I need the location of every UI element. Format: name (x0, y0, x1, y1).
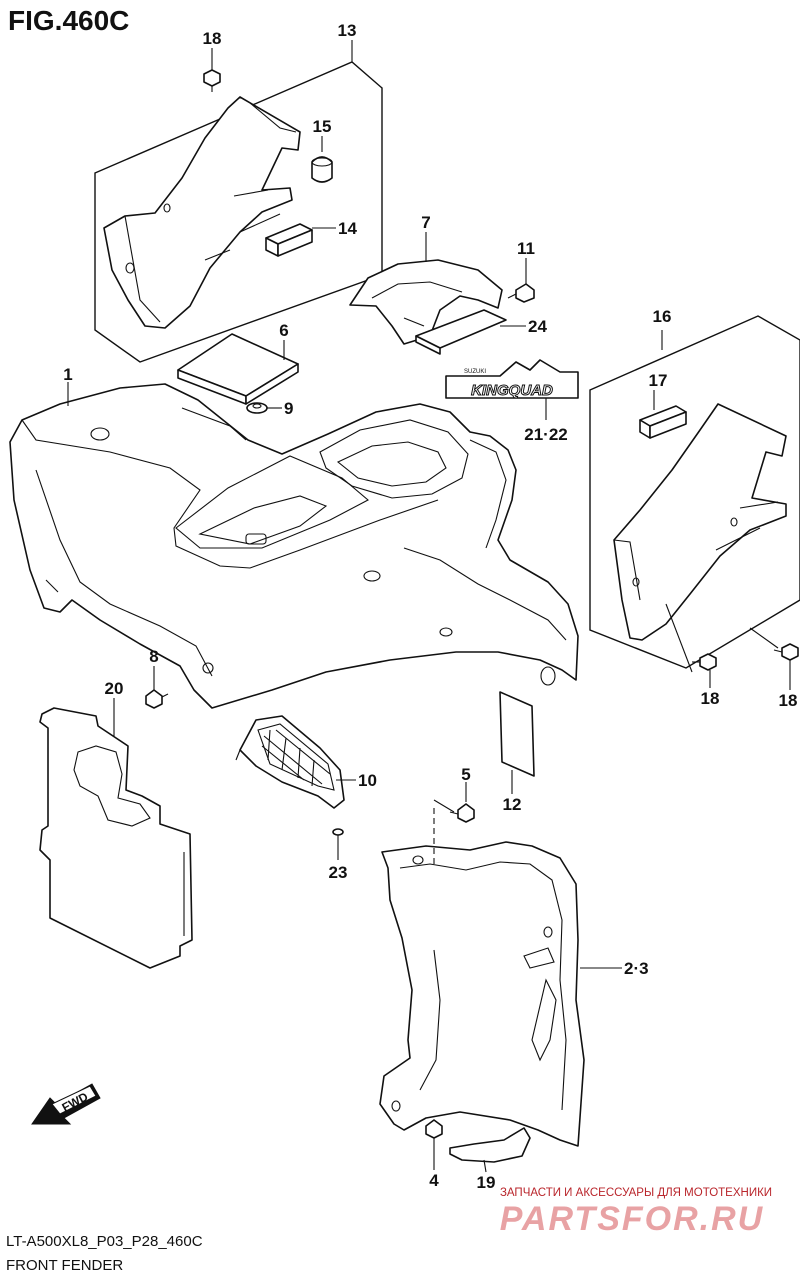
pad-12 (499, 691, 535, 777)
strip-19 (449, 1127, 531, 1163)
bolt-5 (449, 803, 475, 823)
cover-7 (349, 259, 503, 345)
fwd-arrow-icon: FWD (31, 1083, 101, 1125)
front-fender-1 (9, 383, 579, 709)
callout-17: 17 (649, 371, 668, 390)
group-16-inner-panel-right (589, 315, 800, 673)
callout-4: 4 (429, 1171, 439, 1190)
decal-maker-text: SUZUKI (464, 369, 486, 375)
watermark-logo: PARTSFOR.RU (500, 1200, 764, 1238)
lid-6 (177, 333, 299, 405)
callout-2-3: 2·3 (624, 959, 649, 978)
inner-panel-16 (613, 403, 787, 641)
callout-24: 24 (528, 317, 547, 336)
callout-15: 15 (313, 117, 332, 136)
callout-21-22: 21·22 (524, 425, 567, 444)
callout-13: 13 (338, 21, 357, 40)
callout-5: 5 (461, 765, 470, 784)
callout-10: 10 (358, 771, 377, 790)
callout-14: 14 (338, 219, 357, 238)
decal-brand-text: KINGQUAD (471, 382, 553, 399)
bolt-18-right-a (692, 653, 717, 671)
watermark: ЗАПЧАСТИ И АКСЕССУАРЫ ДЛЯ МОТОТЕХНИКИ PA… (500, 1187, 772, 1238)
inner-panel-13 (103, 96, 301, 329)
callout-1: 1 (63, 365, 72, 384)
callout-8: 8 (149, 647, 158, 666)
callout-18-right-a: 18 (701, 689, 720, 708)
screw-23 (332, 828, 344, 846)
decal-21-22: KINGQUAD SUZUKI (445, 359, 579, 400)
figure-name: FRONT FENDER (6, 1257, 123, 1274)
callout-18-right-b: 18 (779, 691, 798, 710)
grommet-9 (246, 402, 268, 414)
callout-12: 12 (503, 795, 522, 814)
block-17 (639, 405, 687, 439)
callout-16: 16 (653, 307, 672, 326)
bolt-8 (145, 689, 169, 709)
group-13-inner-panel-left (94, 40, 383, 363)
callouts: 18 13 15 14 7 11 24 6 9 21·22 1 16 17 18… (63, 21, 797, 1192)
mud-guard-2-3 (379, 799, 585, 1147)
bolt-4 (425, 1119, 443, 1148)
block-14 (265, 223, 313, 257)
bolt-11 (507, 283, 535, 303)
shield-20 (39, 707, 193, 969)
watermark-tagline: ЗАПЧАСТИ И АКСЕССУАРЫ ДЛЯ МОТОТЕХНИКИ (500, 1187, 772, 1199)
callout-18-top: 18 (203, 29, 222, 48)
leader-lines (67, 48, 791, 1173)
group-box-16 (589, 315, 800, 669)
callout-20: 20 (105, 679, 124, 698)
callout-7: 7 (421, 213, 430, 232)
callout-6: 6 (279, 321, 288, 340)
callout-9: 9 (284, 399, 293, 418)
figure-title: FIG.460C (8, 5, 129, 36)
pad-24 (415, 309, 507, 355)
callout-11: 11 (517, 239, 535, 258)
bolt-18-right-b (773, 643, 799, 661)
bolt-18-top (203, 69, 221, 92)
figure-code: LT-A500XL8_P03_P28_460C (6, 1233, 203, 1250)
callout-23: 23 (329, 863, 348, 882)
callout-19: 19 (477, 1173, 496, 1192)
grille-10 (235, 715, 345, 809)
grommet-15 (311, 156, 333, 183)
